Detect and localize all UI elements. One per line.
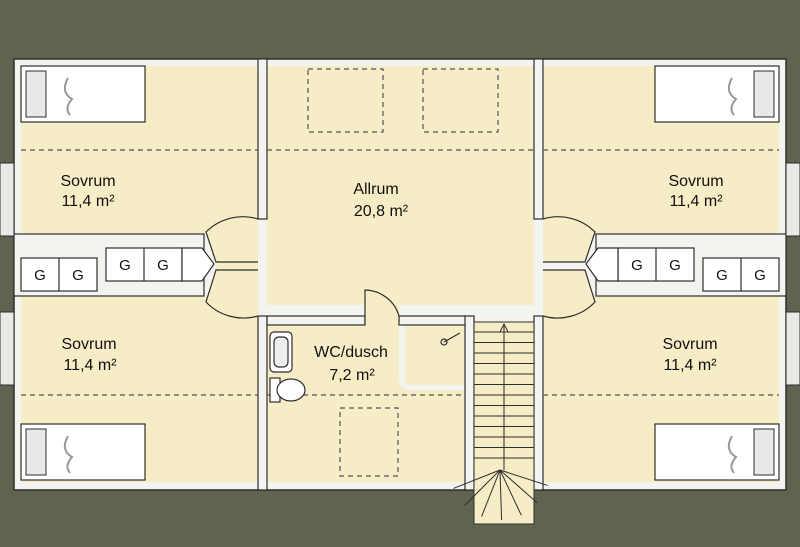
bathroom-fixtures bbox=[269, 331, 461, 403]
stair-winder-tread bbox=[499, 469, 548, 486]
dashed-lines bbox=[21, 68, 779, 477]
bed-top-left bbox=[20, 65, 146, 123]
wardrobe-label: G bbox=[716, 267, 728, 284]
room-area-bathroom: 7,2 m² bbox=[329, 367, 375, 384]
stair-winder-tread bbox=[481, 469, 501, 517]
wardrobe-label: G bbox=[119, 257, 131, 274]
wardrobe-label: G bbox=[34, 267, 46, 284]
wardrobe-label: G bbox=[72, 267, 84, 284]
room-floor-living-room bbox=[216, 66, 534, 316]
shower-icon bbox=[440, 332, 461, 346]
wardrobe-label: G bbox=[631, 257, 643, 274]
room-area-bedroom-bottom-right: 11,4 m² bbox=[663, 357, 717, 374]
room-name-bedroom-bottom-right: Sovrum bbox=[662, 336, 717, 353]
room-floor-shower-area bbox=[405, 322, 465, 385]
bed-bottom-left bbox=[20, 423, 146, 481]
room-area-bedroom-top-right: 11,4 m² bbox=[669, 193, 723, 210]
windows bbox=[0, 162, 800, 386]
room-floor-bathroom bbox=[267, 316, 465, 482]
stair-winder-tread bbox=[453, 469, 501, 489]
stair-winder-tread bbox=[499, 469, 503, 520]
wardrobe-label: G bbox=[754, 267, 766, 284]
room-name-bedroom-bottom-left: Sovrum bbox=[61, 336, 116, 353]
room-area-bedroom-top-left: 11,4 m² bbox=[61, 193, 115, 210]
bed-top-right bbox=[654, 65, 780, 123]
room-name-bedroom-top-left: Sovrum bbox=[60, 173, 115, 190]
stair-winder-tread bbox=[499, 469, 538, 504]
wardrobe-label: G bbox=[669, 257, 681, 274]
door-swings bbox=[205, 216, 596, 325]
stair-direction-arrow bbox=[499, 322, 509, 470]
staircase bbox=[453, 321, 548, 525]
room-name-living-room: Allrum bbox=[353, 181, 398, 198]
stair-winder-tread bbox=[499, 469, 522, 516]
room-area-living-room: 20,8 m² bbox=[354, 203, 409, 220]
bed-bottom-right bbox=[654, 423, 780, 481]
room-area-bedroom-bottom-left: 11,4 m² bbox=[63, 357, 117, 374]
wardrobes bbox=[20, 247, 780, 292]
stair-winder-tread bbox=[464, 469, 501, 506]
room-name-bathroom: WC/dusch bbox=[314, 344, 388, 361]
wardrobe-labels: G G G G G G G G bbox=[34, 257, 766, 284]
wardrobe-label: G bbox=[157, 257, 169, 274]
room-name-bedroom-top-right: Sovrum bbox=[668, 173, 723, 190]
